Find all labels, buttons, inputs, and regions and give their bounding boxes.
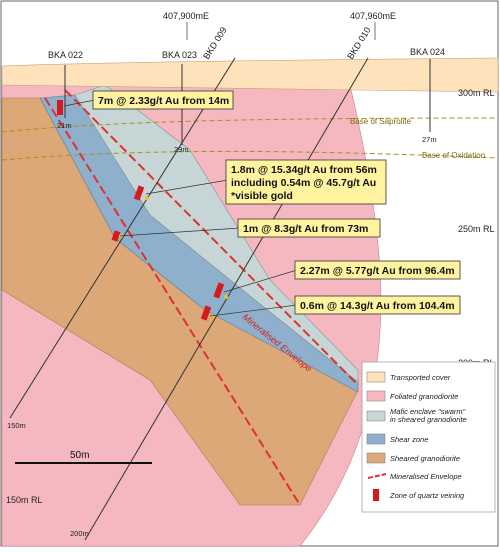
- depth-label-bka-022: 21m: [57, 121, 72, 130]
- intercept-1-text: 7m @ 2.33g/t Au from 14m: [98, 95, 229, 107]
- rl-label-300: 300m RL: [458, 88, 495, 98]
- rl-label-250: 250m RL: [458, 224, 495, 234]
- callout-leader: [223, 269, 298, 293]
- intercept-box-2: [225, 159, 387, 205]
- visible-gold-dot: [145, 196, 149, 200]
- collar-label-bka-022: BKA 022: [48, 50, 83, 60]
- base-of-saprolite-line: [1, 117, 499, 133]
- legend-label: Foliated granodiorite: [390, 392, 458, 401]
- quartz-vein-marker: [57, 100, 63, 115]
- legend-swatch-mineralised-envelope: [367, 473, 387, 479]
- intercept-box-3: [237, 218, 381, 238]
- easting-label-2: 407,960mE: [350, 11, 396, 21]
- legend-label: Mafic enclave "swarm" in sheared granodi…: [390, 407, 467, 424]
- depth-label-bkd-010: 200m: [70, 529, 89, 538]
- intercept-3-text: 1m @ 8.3g/t Au from 73m: [243, 223, 368, 235]
- callout-leader: [145, 179, 229, 195]
- visible-gold-dot: [224, 295, 228, 299]
- intercept-box-5: [294, 295, 461, 315]
- legend-label: Shear zone: [390, 435, 428, 444]
- depth-label-bka-023: 29m: [174, 145, 189, 154]
- legend-label: Transported cover: [390, 373, 451, 382]
- intercept-2-text: 1.8m @ 15.34g/t Au from 56m: [231, 164, 377, 176]
- legend-swatch-mafic-enclave: [366, 410, 386, 422]
- base-of-saprolite-label: Base of Saprolite: [350, 117, 411, 126]
- base-of-oxidation-label: Base of Oxidation: [422, 151, 485, 160]
- intercept-4-text: 2.27m @ 5.77g/t Au from 96.4m: [300, 265, 455, 277]
- depth-label-bka-024: 27m: [422, 135, 437, 144]
- depth-label-bkd-009: 150m: [7, 421, 26, 430]
- quartz-vein-marker: [111, 230, 121, 242]
- legend-label: Sheared granodiorite: [390, 454, 460, 463]
- intercept-box-4: [294, 260, 461, 280]
- collar-label-bka-023: BKA 023: [162, 50, 197, 60]
- intercept-2-including: including 0.54m @ 45.7g/t Au: [231, 177, 376, 189]
- legend: Transported cover Foliated granodiorite …: [366, 371, 467, 501]
- callout-leader: [119, 227, 241, 237]
- legend-swatch-transported-cover: [366, 371, 386, 383]
- legend-swatch-sheared-granodiorite: [366, 452, 386, 464]
- intercept-box-1: [92, 90, 234, 110]
- legend-label: Mineralised Envelope: [390, 472, 462, 481]
- drillhole-bkd-009-trace: [9, 57, 236, 419]
- easting-label-1: 407,900mE: [163, 11, 209, 21]
- legend-swatch-foliated-granodiorite: [366, 390, 386, 402]
- legend-swatch-quartz-veining: [373, 489, 379, 501]
- quartz-vein-marker: [133, 185, 145, 201]
- callout-leader: [209, 304, 298, 317]
- quartz-vein-marker: [213, 282, 225, 299]
- scale-bar-label: 50m: [70, 450, 89, 461]
- legend-label: Zone of quartz veining: [389, 491, 465, 500]
- mineralised-envelope-lower: [44, 97, 301, 506]
- legend-swatch-shear-zone: [366, 433, 386, 445]
- mineralised-envelope-upper: [64, 89, 359, 386]
- collar-label-bka-024: BKA 024: [410, 47, 445, 57]
- base-of-oxidation-line: [1, 150, 499, 161]
- intercept-5-text: 0.6m @ 14.3g/t Au from 104.4m: [300, 300, 455, 312]
- intercept-2-note: *visible gold: [231, 190, 293, 202]
- quartz-vein-marker: [200, 305, 212, 321]
- callout-leader: [63, 99, 96, 107]
- drillhole-bkd-010-trace: [84, 57, 369, 541]
- rl-label-150: 150m RL: [6, 495, 43, 505]
